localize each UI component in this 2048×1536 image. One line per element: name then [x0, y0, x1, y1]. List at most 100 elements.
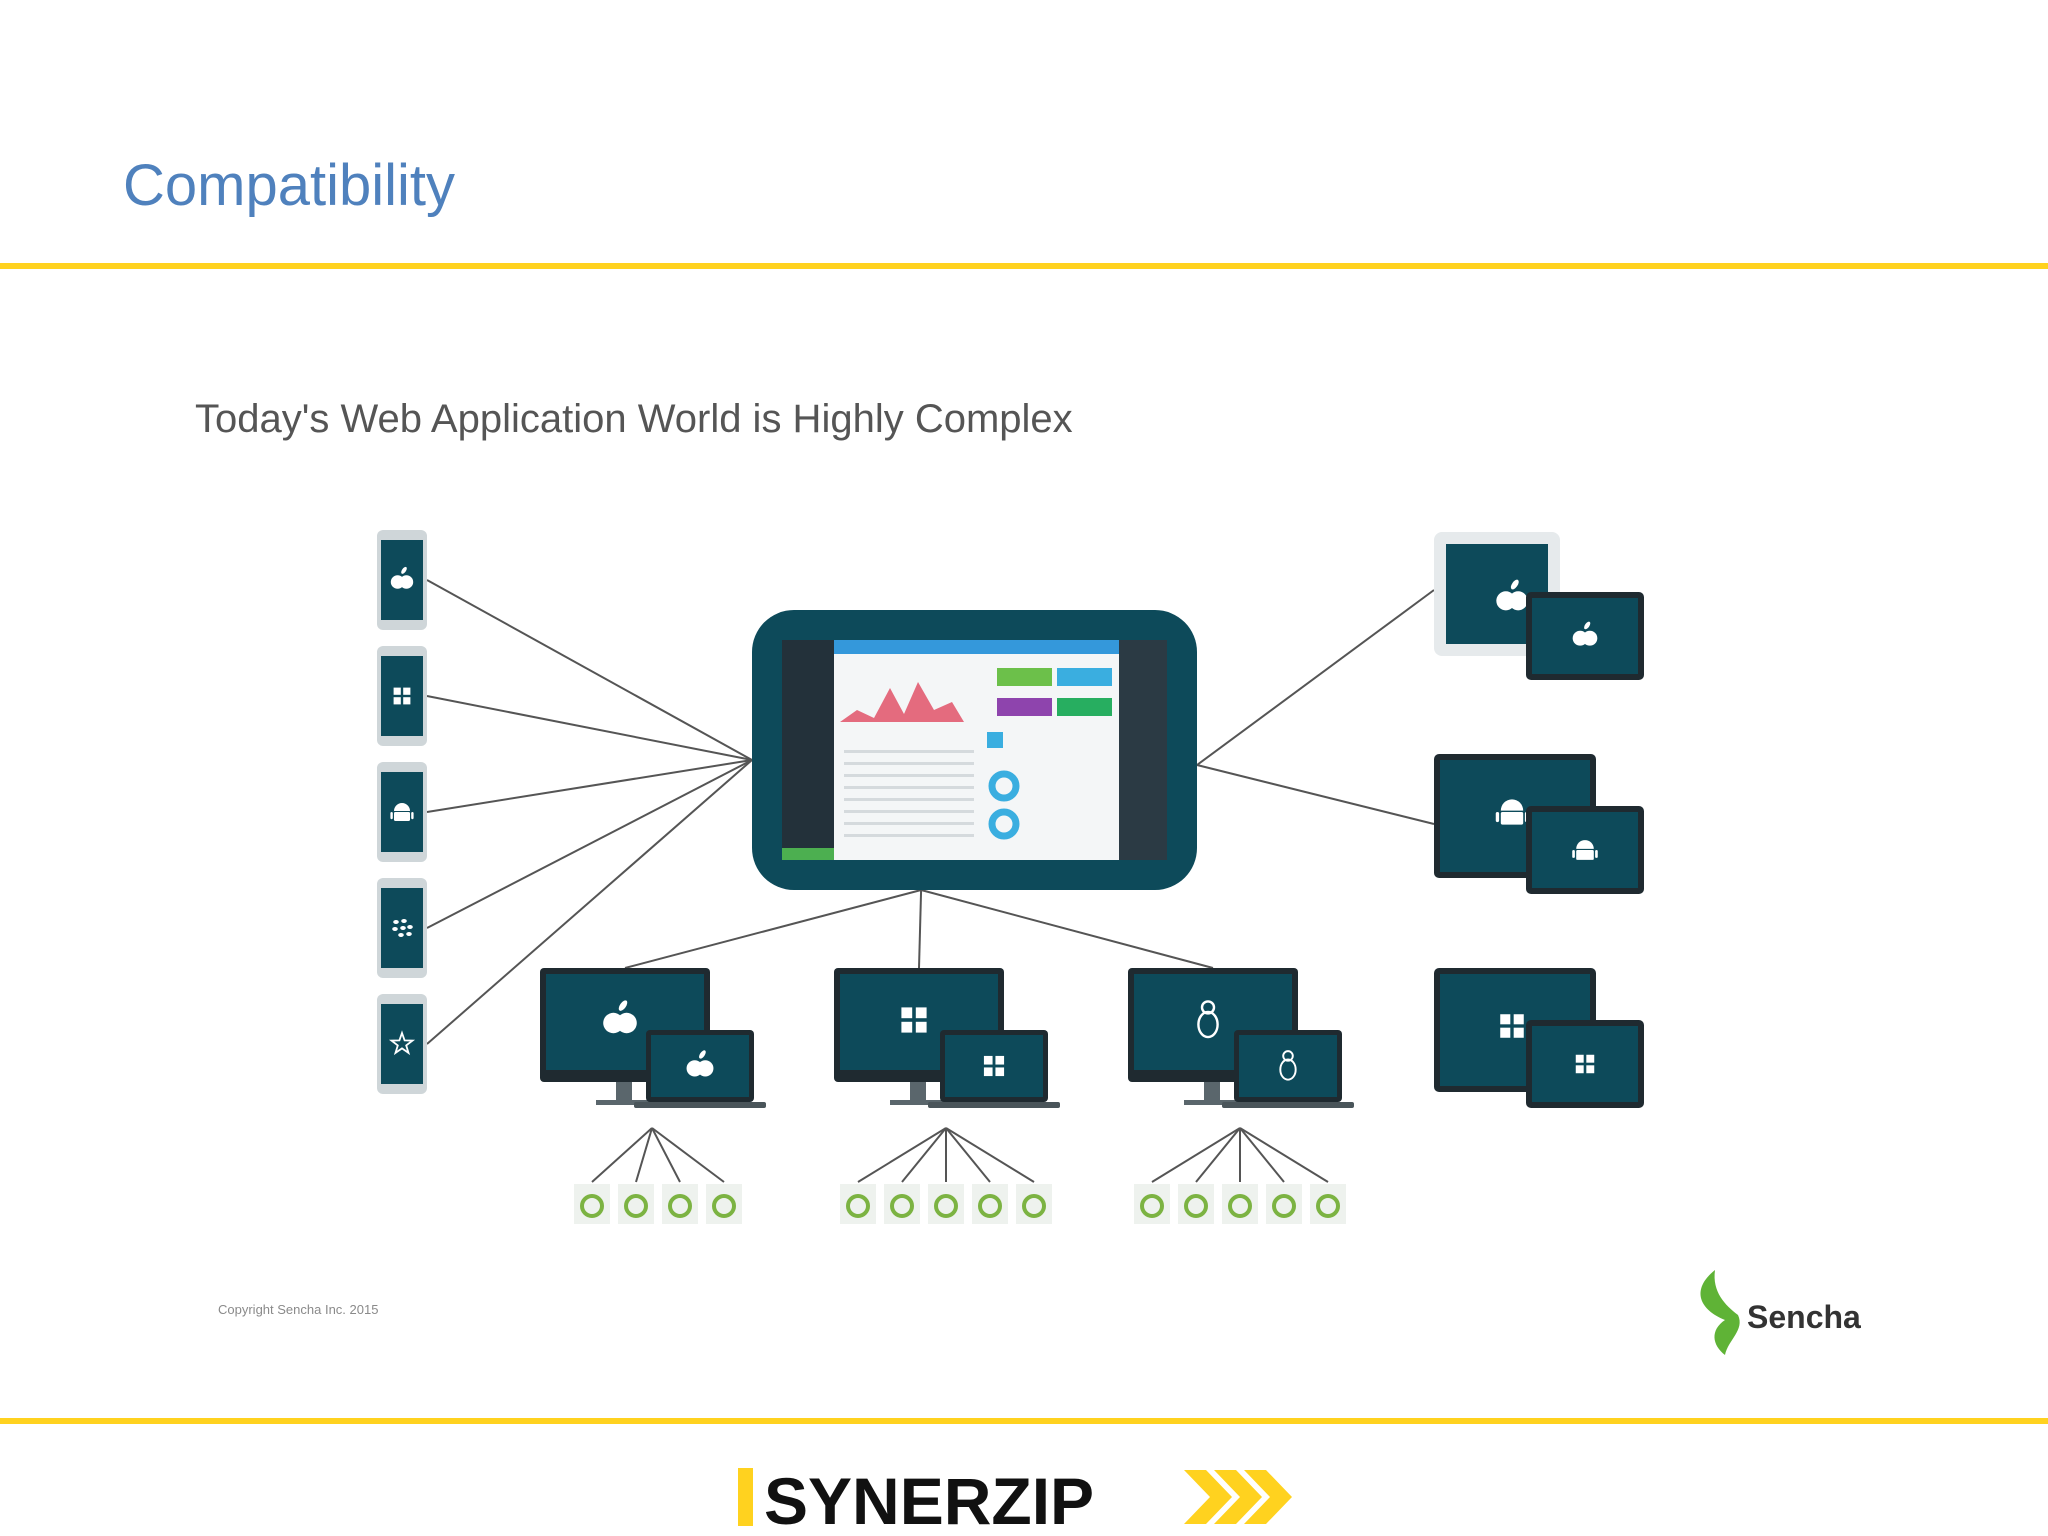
connector-browser [635, 1127, 653, 1183]
connector-phone-blackberry [426, 759, 753, 929]
apple-icon [1496, 579, 1528, 611]
dashboard-right-panel [1119, 640, 1167, 860]
connector-browser [945, 1127, 991, 1183]
dashboard-sidebar [782, 640, 834, 860]
browser-icon [978, 1194, 1002, 1218]
slide-title: Compatibility [123, 153, 455, 218]
desktop-stand [910, 1082, 926, 1102]
dashboard-tile-teal [1057, 698, 1112, 716]
tablet-small-screen [1532, 1026, 1638, 1102]
connector-browser [591, 1127, 653, 1183]
connector-phone-android [426, 759, 753, 813]
dashboard-tile-green [997, 668, 1052, 686]
dashboard-small-tile [987, 732, 1003, 748]
connector-phone-ios [426, 579, 753, 761]
laptop-base [1222, 1102, 1354, 1108]
windows-icon [901, 1007, 927, 1033]
dashboard-sidebar-button [782, 848, 834, 860]
desktop-row [540, 968, 1354, 1224]
connector-browser [1151, 1127, 1241, 1183]
browser-icon [1022, 1194, 1046, 1218]
connector-browser [945, 1127, 1035, 1183]
linux-icon [1279, 1050, 1297, 1081]
blackberry-icon [392, 919, 413, 937]
dashboard-tile-purple [997, 698, 1052, 716]
browser-icon [712, 1194, 736, 1218]
dashboard-table-line [844, 762, 974, 765]
connector-desktop-linux [920, 889, 1214, 969]
dashboard-donut-chart [988, 808, 1020, 840]
sencha-logo-text: Sencha [1747, 1299, 1861, 1335]
sencha-logo: Sencha [1700, 1270, 1861, 1355]
dashboard-table-line [844, 810, 974, 813]
synerzip-wordmark: SYNERZIP [764, 1464, 1094, 1532]
dashboard-table-line [844, 774, 974, 777]
browser-icon [934, 1194, 958, 1218]
browser-icon [1228, 1194, 1252, 1218]
phone-screen [381, 656, 423, 736]
dashboard-area-chart [840, 682, 964, 722]
laptop-base [928, 1102, 1060, 1108]
browser-icon [1316, 1194, 1340, 1218]
browser-icon [580, 1194, 604, 1218]
central-web-app [752, 610, 1197, 890]
windows-icon [1500, 1014, 1524, 1038]
connector-desktop-mac [624, 889, 922, 969]
connector-phone-windows [426, 695, 753, 761]
apple-icon [390, 566, 414, 589]
dashboard-table-line [844, 834, 974, 837]
top-divider [0, 263, 2048, 269]
browser-icon [846, 1194, 870, 1218]
synerzip-chevrons-icon [1184, 1470, 1292, 1524]
phone-column [377, 530, 427, 1094]
laptop-base [634, 1102, 766, 1108]
connectors [426, 579, 1435, 1045]
connector-browser [901, 1127, 947, 1183]
bottom-divider [0, 1418, 2048, 1424]
connector-browser [1239, 1127, 1285, 1183]
windows-icon [1575, 1054, 1595, 1074]
dashboard-table-line [844, 822, 974, 825]
android-icon [1495, 799, 1529, 825]
synerzip-bar-mark [738, 1468, 753, 1526]
connector-phone-tizen [426, 759, 753, 1045]
browser-icon [890, 1194, 914, 1218]
browser-icon [1140, 1194, 1164, 1218]
windows-icon [983, 1055, 1005, 1077]
dashboard-table-line [844, 798, 974, 801]
connector-desktop-windows [918, 889, 923, 969]
tizen-icon [388, 1030, 416, 1056]
desktop-stand-base [596, 1100, 652, 1105]
android-icon [390, 803, 414, 821]
connector-browser [651, 1127, 681, 1183]
dashboard-donut-chart [988, 770, 1020, 802]
android-icon [1572, 840, 1598, 860]
browser-icon [624, 1194, 648, 1218]
browser-icon [1272, 1194, 1296, 1218]
connector-browser [1195, 1127, 1241, 1183]
desktop-stand-base [890, 1100, 946, 1105]
diagram-heading: Today's Web Application World is Highly … [195, 397, 1073, 441]
linux-icon [1197, 1000, 1219, 1039]
phone-screen [381, 1004, 423, 1084]
dashboard-tile-blue [1057, 668, 1112, 686]
connector-tablet-ios [1196, 589, 1435, 766]
copyright-note: Copyright Sencha Inc. 2015 [218, 1302, 378, 1317]
connector-browser [651, 1127, 725, 1183]
browser-icon [668, 1194, 692, 1218]
apple-icon [603, 1000, 637, 1034]
connector-browser [857, 1127, 947, 1183]
sencha-leaf-icon [1700, 1270, 1740, 1355]
windows-icon [393, 687, 411, 705]
desktop-stand [616, 1082, 632, 1102]
apple-icon [686, 1050, 714, 1077]
apple-icon [1572, 621, 1598, 646]
dashboard-table-line [844, 750, 974, 753]
tablet-column [1434, 532, 1644, 1108]
synerzip-logo: SYNERZIP [738, 1464, 1292, 1532]
dashboard-table-line [844, 786, 974, 789]
browser-icon [1184, 1194, 1208, 1218]
desktop-stand [1204, 1082, 1220, 1102]
connector-browser [1239, 1127, 1329, 1183]
compatibility-diagram: Today's Web Application World is Highly … [195, 397, 1861, 1355]
